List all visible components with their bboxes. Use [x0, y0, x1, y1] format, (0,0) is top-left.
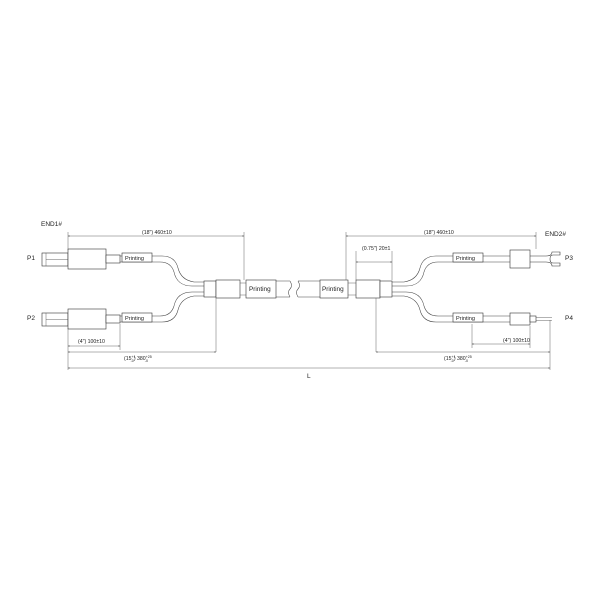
- print-text-right-upper: Printing: [456, 256, 475, 262]
- dim-right-section-value: ) 380: [454, 356, 466, 362]
- dim-left-section-prefix: (15: [124, 356, 132, 362]
- connector-p2: [41, 308, 121, 330]
- print-label-right-lower: Printing: [452, 312, 484, 323]
- plug-p3-label: P3: [565, 255, 573, 262]
- dim-overall-text: L: [307, 373, 311, 380]
- print-text-main-right: Printing: [322, 286, 344, 293]
- main-cable-right: Printing: [319, 279, 349, 299]
- connector-p4-ferrule-terminal: [509, 312, 552, 326]
- dim-right-section-mm-sup: +25: [466, 355, 472, 359]
- right-upper-wire: [392, 255, 510, 287]
- dim-right-section-mm-sub: -0: [465, 359, 468, 363]
- right-breakout-sleeve: [348, 279, 393, 299]
- connector-p3-spade-terminal: [509, 249, 561, 269]
- connector-p1: [41, 248, 121, 270]
- dim-right-branch-length: (18") 460±10: [345, 230, 537, 237]
- dim-left-section-tol-sub: -0: [131, 359, 134, 363]
- dim-left-short-text: (4") 100±10: [78, 339, 105, 345]
- dim-left-section-value: ) 380: [134, 356, 146, 362]
- main-cable-left: Printing: [245, 279, 290, 299]
- dim-left-section-text: (15+1-0) 380+25-0: [124, 355, 152, 363]
- left-breakout-sleeve: [203, 279, 246, 299]
- print-label-left-upper: Printing: [121, 252, 153, 263]
- left-upper-wire: [120, 255, 205, 287]
- left-lower-wire: [120, 291, 205, 323]
- dim-right-section-text: (15+1-0) 380+25-0: [444, 355, 472, 363]
- dim-left-section-mm-sup: +25: [146, 355, 152, 359]
- dim-right-section-tol-sub: -0: [451, 359, 454, 363]
- print-label-right-upper: Printing: [452, 252, 484, 263]
- dim-right-section-prefix: (15: [444, 356, 452, 362]
- print-text-left-lower: Printing: [125, 316, 144, 322]
- plug-p4-label: P4: [565, 315, 573, 322]
- end1-label: END1#: [41, 221, 62, 228]
- print-text-main-left: Printing: [249, 286, 271, 293]
- dim-left-branch-text: (18") 460±10: [142, 230, 172, 236]
- dim-left-branch-length: (18") 460±10: [67, 230, 245, 237]
- plug-p1-label: P1: [27, 255, 35, 262]
- right-lower-wire: [392, 291, 510, 323]
- dim-right-short-text: (4") 100±10: [503, 338, 530, 344]
- dim-right-branch-text: (18") 460±10: [424, 230, 454, 236]
- dim-overall-length: L: [67, 367, 551, 380]
- dim-sleeve-text: (0.75") 20±1: [362, 246, 390, 252]
- dim-left-short-branch: (4") 100±10: [67, 339, 121, 347]
- dim-right-section: (15+1-0) 380+25-0: [375, 351, 551, 363]
- plug-p2-label: P2: [27, 315, 35, 322]
- print-text-left-upper: Printing: [125, 256, 144, 262]
- print-label-left-lower: Printing: [121, 312, 153, 323]
- end2-label: END2#: [545, 231, 566, 238]
- dim-sleeve-length: (0.75") 20±1: [355, 246, 393, 263]
- dim-right-short-branch: (4") 100±10: [471, 338, 531, 345]
- print-text-right-lower: Printing: [456, 316, 475, 322]
- dim-left-section: (15+1-0) 380+25-0: [67, 351, 217, 363]
- dim-left-section-tol-sup: +1: [132, 355, 136, 359]
- dim-right-section-tol-sup: +1: [452, 355, 456, 359]
- dim-left-section-mm-sub: -0: [145, 359, 148, 363]
